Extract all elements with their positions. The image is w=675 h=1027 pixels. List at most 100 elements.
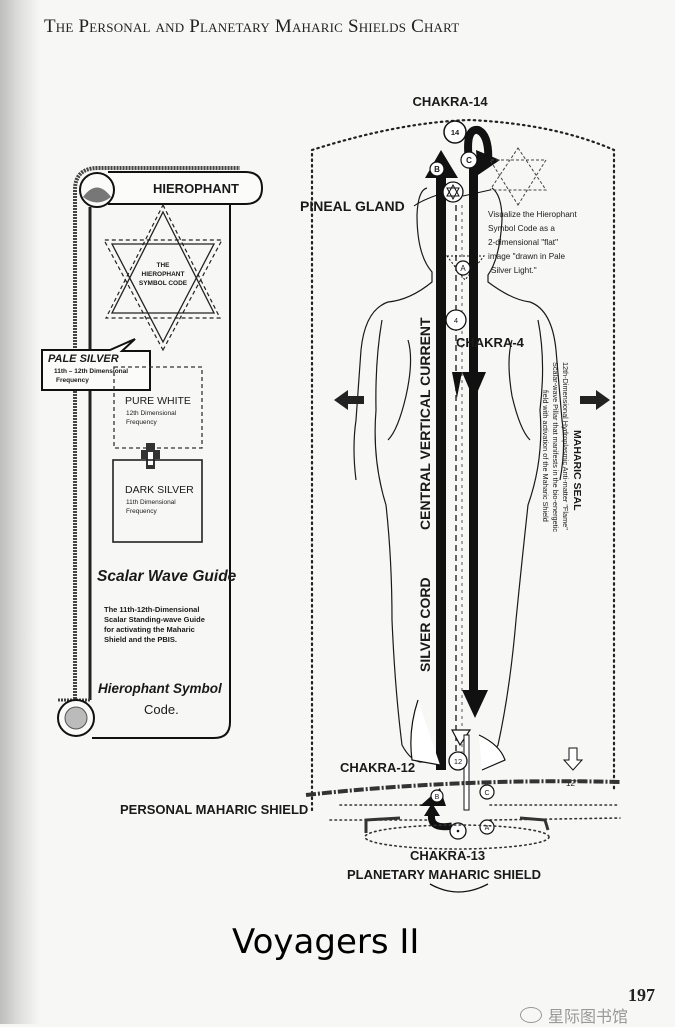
pure-white-title: PURE WHITE xyxy=(125,395,191,407)
chakra4-number: 4 xyxy=(454,316,458,325)
pale-silver-title: PALE SILVER xyxy=(48,353,119,365)
scroll-header-band xyxy=(108,171,264,205)
watermark: 星际图书馆 xyxy=(520,1003,628,1027)
pineal-leader-line xyxy=(413,192,444,207)
expand-left-arrow-icon xyxy=(334,390,364,410)
marker-a-throat-triangle xyxy=(446,255,486,281)
visualize-line-3: 2-dimensional "flat" xyxy=(488,238,558,247)
central-current-up-bar xyxy=(436,160,446,770)
planetary-shield-ring-upper xyxy=(364,816,550,833)
symbol-code-line-1: THE xyxy=(157,262,171,269)
wechat-icon xyxy=(520,1007,542,1023)
chakra14-label: CHAKRA-14 xyxy=(412,94,488,109)
personal-maharic-shield-label: PERSONAL MAHARIC SHIELD xyxy=(120,802,308,817)
dark-silver-title: DARK SILVER xyxy=(125,484,194,496)
chakra14-circle xyxy=(443,120,467,144)
chakra12-label: CHAKRA-12 xyxy=(340,760,415,775)
twelve-inch-down-arrow-icon xyxy=(562,747,584,771)
marker-b-top xyxy=(429,161,445,177)
marker-a-top xyxy=(455,260,471,276)
maharic-seal-line-1: 12th-Dimensional Hydroplasmic Anti-matte… xyxy=(561,362,570,530)
right-foot-outline xyxy=(478,734,506,771)
visualize-line-2: Symbol Code as a xyxy=(488,224,555,233)
dark-silver-subtitle-1: 11th Dimensional xyxy=(126,499,176,506)
scroll-footer-line-2: Code. xyxy=(144,702,179,717)
scroll-header-label: HIEROPHANT xyxy=(153,181,239,196)
chakra13-dot xyxy=(456,829,460,833)
pure-white-subtitle-1: 12th Dimensional xyxy=(126,410,177,417)
book-title-footer: Voyagers II xyxy=(232,922,420,962)
guide-line-3: for activating the Maharic xyxy=(104,625,195,634)
chakra13-label: CHAKRA-13 xyxy=(410,848,485,863)
marker-a-top-label: A xyxy=(460,264,466,273)
planetary-maharic-shield-label: PLANETARY MAHARIC SHIELD xyxy=(347,867,541,882)
marker-c-top xyxy=(460,151,478,169)
page-number: 197 xyxy=(628,985,655,1005)
expand-right-arrow-icon xyxy=(580,390,610,410)
scroll-outer-edge xyxy=(73,166,240,720)
visualize-line-1: Visualize the Hierophant xyxy=(488,210,577,219)
marker-b-top-label: B xyxy=(434,165,440,174)
body-diagram: 14 CHAKRA-14 B C PINEAL GLAND Visualize … xyxy=(120,94,621,893)
dark-silver-subtitle-2: Frequency xyxy=(126,508,157,515)
dark-silver-box: DARK SILVER 11th Dimensional Frequency xyxy=(112,459,203,543)
hierophant-scroll: HIEROPHANT THE HIEROPHANT SYMBOL CODE PA… xyxy=(41,166,264,739)
chakra4-circle xyxy=(445,309,467,331)
pineal-star-icon-inverse xyxy=(446,187,460,201)
maharic-seal-line-3: field with activation of the Maharic Shi… xyxy=(541,390,550,522)
silver-cord-down-bar xyxy=(469,158,478,698)
star-leader-line xyxy=(462,189,491,197)
pale-silver-callout: PALE SILVER 11th – 12th Dimensional Freq… xyxy=(41,338,151,391)
chakra4-label: CHAKRA-4 xyxy=(456,335,525,350)
human-body-outline xyxy=(353,187,565,763)
guide-line-2: Scalar Standing-wave Guide xyxy=(104,615,205,624)
marker-a-bottom-label: A xyxy=(485,825,490,832)
chakra14-number: 14 xyxy=(451,128,460,137)
visualize-line-5: Silver Light." xyxy=(491,266,537,275)
central-vertical-current-label: CENTRAL VERTICAL CURRENT xyxy=(417,317,433,530)
twelve-inch-label: 12" xyxy=(566,779,578,788)
maharic-seal-pillar-outline xyxy=(310,118,616,812)
scroll-right-edge xyxy=(92,204,231,739)
marker-b-bottom xyxy=(430,789,444,803)
scroll-bottom-curl-inner xyxy=(64,706,88,730)
pure-white-subtitle-2: Frequency xyxy=(126,419,157,426)
watermark-text: 星际图书馆 xyxy=(548,1007,629,1026)
silver-cord-arrow-bottom xyxy=(462,690,488,718)
marker-c-bottom xyxy=(479,784,495,800)
left-foot-outline xyxy=(410,699,441,766)
chakra13-loop-arrow xyxy=(424,803,440,816)
guide-line-1: The 11th-12th-Dimensional xyxy=(104,605,199,614)
guide-line-4: Shield and the PBIS. xyxy=(104,635,177,644)
maharic-seal-title: MAHARIC SEAL xyxy=(571,430,583,511)
chakra12-circle xyxy=(448,751,468,771)
pineal-star-icon xyxy=(446,183,460,197)
silver-cord-arrow-chakra4 xyxy=(462,372,486,400)
scalar-wave-guide-title: Scalar Wave Guide xyxy=(97,568,237,585)
book-spine-shadow xyxy=(0,0,40,1024)
personal-shield-band xyxy=(305,779,621,797)
maharic-seal-line-2: Scalar-wave Pillar that manifests in the… xyxy=(551,362,560,532)
pure-white-box: PURE WHITE 12th Dimensional Frequency xyxy=(113,366,203,449)
marker-c-top-label: C xyxy=(466,156,472,165)
marker-c-bottom-label: C xyxy=(484,790,489,797)
chakra14-loop-path xyxy=(464,125,493,166)
cross-connector-icon xyxy=(141,443,160,469)
chakra12-number: 12 xyxy=(454,757,462,766)
planetary-shield-ring xyxy=(364,824,550,850)
hierophant-star-icon xyxy=(102,203,224,352)
planetary-shield-underline xyxy=(429,883,489,893)
visualize-line-4: image "drawn in Pale xyxy=(488,252,566,261)
scroll-footer-line-1: Hierophant Symbol xyxy=(98,681,222,696)
pineal-gland-circle xyxy=(442,181,464,203)
lower-open-shaft xyxy=(463,734,470,811)
chakra14-loop-arrow xyxy=(476,150,500,175)
page-title: The Personal and Planetary Maharic Shiel… xyxy=(44,16,460,37)
marker-b-bottom-label: B xyxy=(435,794,440,801)
pale-silver-subtitle-2: Frequency xyxy=(56,377,89,384)
marker-a-bottom xyxy=(479,819,495,835)
projected-hierophant-star-icon xyxy=(489,147,547,206)
pale-silver-subtitle-1: 11th – 12th Dimensional xyxy=(54,368,128,375)
center-channel-arrow xyxy=(452,372,462,398)
